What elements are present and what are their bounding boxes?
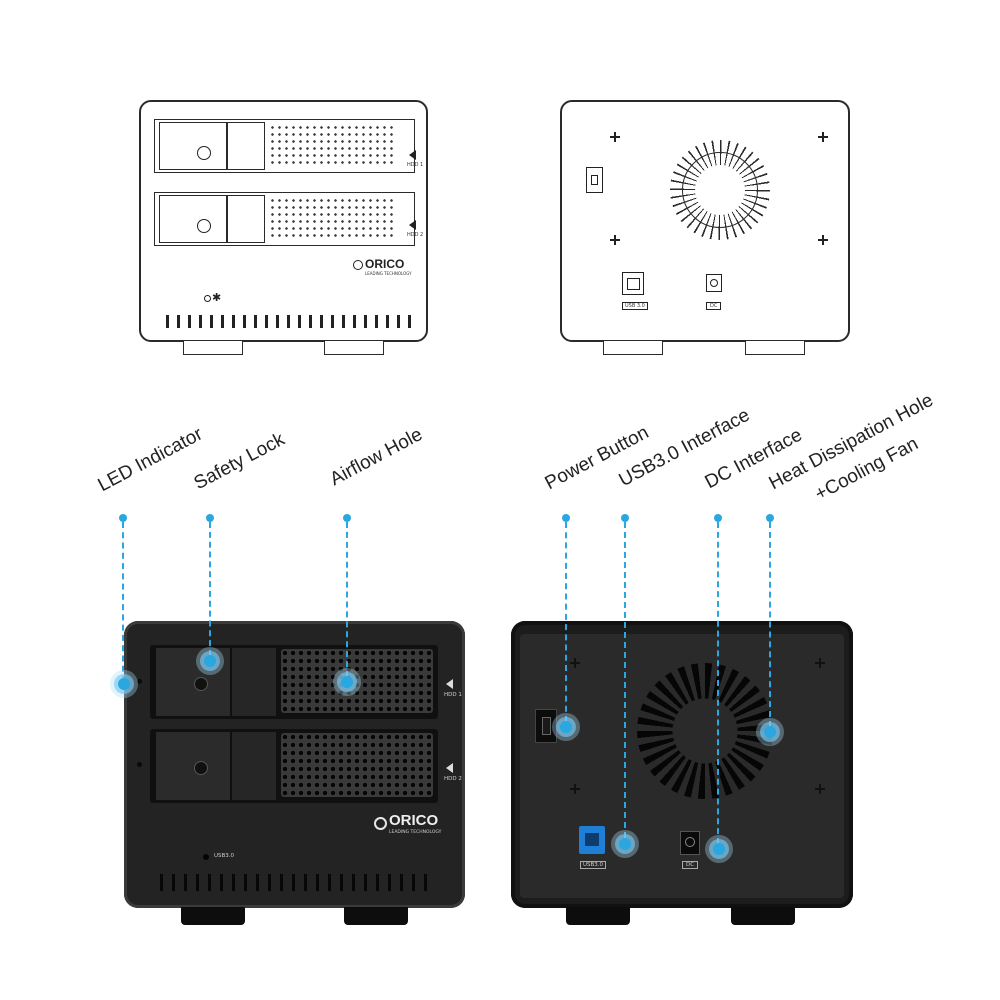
foot: [603, 341, 663, 355]
triangle-icon: [446, 763, 453, 773]
callout-airflow-hole: Airflow Hole: [326, 423, 427, 491]
front-enclosure-photo: HDD 1 HDD 2 ORICO LEADING TECHNOLOGY USB…: [124, 621, 465, 908]
fan-grille: [670, 140, 770, 240]
callout-target: [619, 838, 631, 850]
callout-target: [204, 655, 216, 667]
dc-label: DC: [682, 861, 699, 869]
sun-icon: ✱: [212, 291, 222, 304]
power-switch: [586, 167, 603, 193]
led-dot: [137, 679, 142, 684]
callout-pin: [119, 514, 127, 522]
callout-leader-line: [346, 522, 348, 677]
drive-tray-latch-2: [227, 195, 265, 243]
callout-leader-line: [209, 522, 211, 656]
screw: [815, 658, 825, 668]
drive-tray-handle-1: [156, 648, 230, 716]
led-dot: [137, 762, 142, 767]
power-switch: [535, 709, 557, 743]
back-enclosure-photo: USB3.0 DC: [511, 621, 853, 908]
airflow-grid-2: [281, 733, 433, 797]
foot: [183, 341, 243, 355]
airflow-grid-2: [269, 197, 395, 241]
drive-tray-handle-2: [159, 195, 227, 243]
triangle-icon: [409, 220, 416, 230]
bay-label: HDD 1: [444, 692, 462, 698]
airflow-grid-1: [269, 124, 395, 168]
callout-target: [341, 676, 353, 688]
callout-target: [118, 678, 130, 690]
dc-port-outline: [706, 274, 722, 292]
callout-pin: [621, 514, 629, 522]
triangle-icon: [409, 150, 416, 160]
brand-logo: ORICO: [365, 257, 405, 271]
screw: [818, 132, 828, 142]
callout-pin: [766, 514, 774, 522]
bottom-vents: [161, 315, 411, 328]
usb-mark: USB3.0: [214, 853, 235, 859]
bottom-vents: [154, 874, 436, 891]
front-line-drawing: HDD 1 HDD 2 ORICO LEADING TECHNOLOGY ✱: [139, 100, 428, 342]
callout-leader-line: [624, 522, 626, 838]
bay-label: HDD 1: [407, 162, 424, 168]
screw: [570, 784, 580, 794]
brand-tagline: LEADING TECHNOLOGY: [389, 830, 442, 835]
bay-label: HDD 2: [444, 776, 462, 782]
foot: [181, 907, 245, 925]
logo-mark: [353, 260, 363, 270]
airflow-grid-1: [281, 649, 433, 713]
foot: [324, 341, 384, 355]
screw: [815, 784, 825, 794]
callout-pin: [206, 514, 214, 522]
dc-label: DC: [706, 302, 722, 310]
foot: [731, 907, 795, 925]
lock-icon: [197, 219, 211, 233]
led-dot: [204, 295, 211, 302]
usb-label: USB 3.0: [622, 302, 648, 310]
callout-led-indicator: LED Indicator: [94, 423, 207, 497]
brand-tagline: LEADING TECHNOLOGY: [365, 271, 412, 276]
usb-port-outline: [622, 272, 644, 295]
screw: [818, 235, 828, 245]
lock-icon: [197, 146, 211, 160]
drive-tray-latch-2: [232, 732, 276, 800]
screw: [610, 235, 620, 245]
screw: [570, 658, 580, 668]
triangle-icon: [446, 679, 453, 689]
foot: [344, 907, 408, 925]
callout-target: [713, 843, 725, 855]
dc-port: [680, 831, 700, 855]
usb-led-dot: [203, 854, 209, 860]
brand-logo: ORICO: [389, 812, 439, 829]
drive-tray-handle-2: [156, 732, 230, 800]
foot: [566, 907, 630, 925]
callout-pin: [562, 514, 570, 522]
usb-label: USB3.0: [580, 861, 607, 869]
lock-icon: [194, 761, 208, 775]
callout-safety-lock: Safety Lock: [190, 428, 289, 495]
foot: [745, 341, 805, 355]
back-line-drawing: USB 3.0 DC: [560, 100, 850, 342]
screw: [610, 132, 620, 142]
callout-leader-line: [769, 522, 771, 727]
callout-pin: [714, 514, 722, 522]
callout-leader-line: [717, 522, 719, 844]
callout-target: [560, 721, 572, 733]
drive-tray-latch-1: [232, 648, 276, 716]
callout-target: [764, 726, 776, 738]
drive-tray-latch-1: [227, 122, 265, 170]
lock-icon: [194, 677, 208, 691]
callout-leader-line: [122, 522, 124, 682]
drive-tray-handle-1: [159, 122, 227, 170]
usb3-port: [579, 826, 605, 854]
logo-mark: [374, 817, 387, 830]
fan-grille: [637, 663, 773, 799]
callout-leader-line: [565, 522, 567, 722]
callout-pin: [343, 514, 351, 522]
bay-label: HDD 2: [407, 232, 424, 238]
